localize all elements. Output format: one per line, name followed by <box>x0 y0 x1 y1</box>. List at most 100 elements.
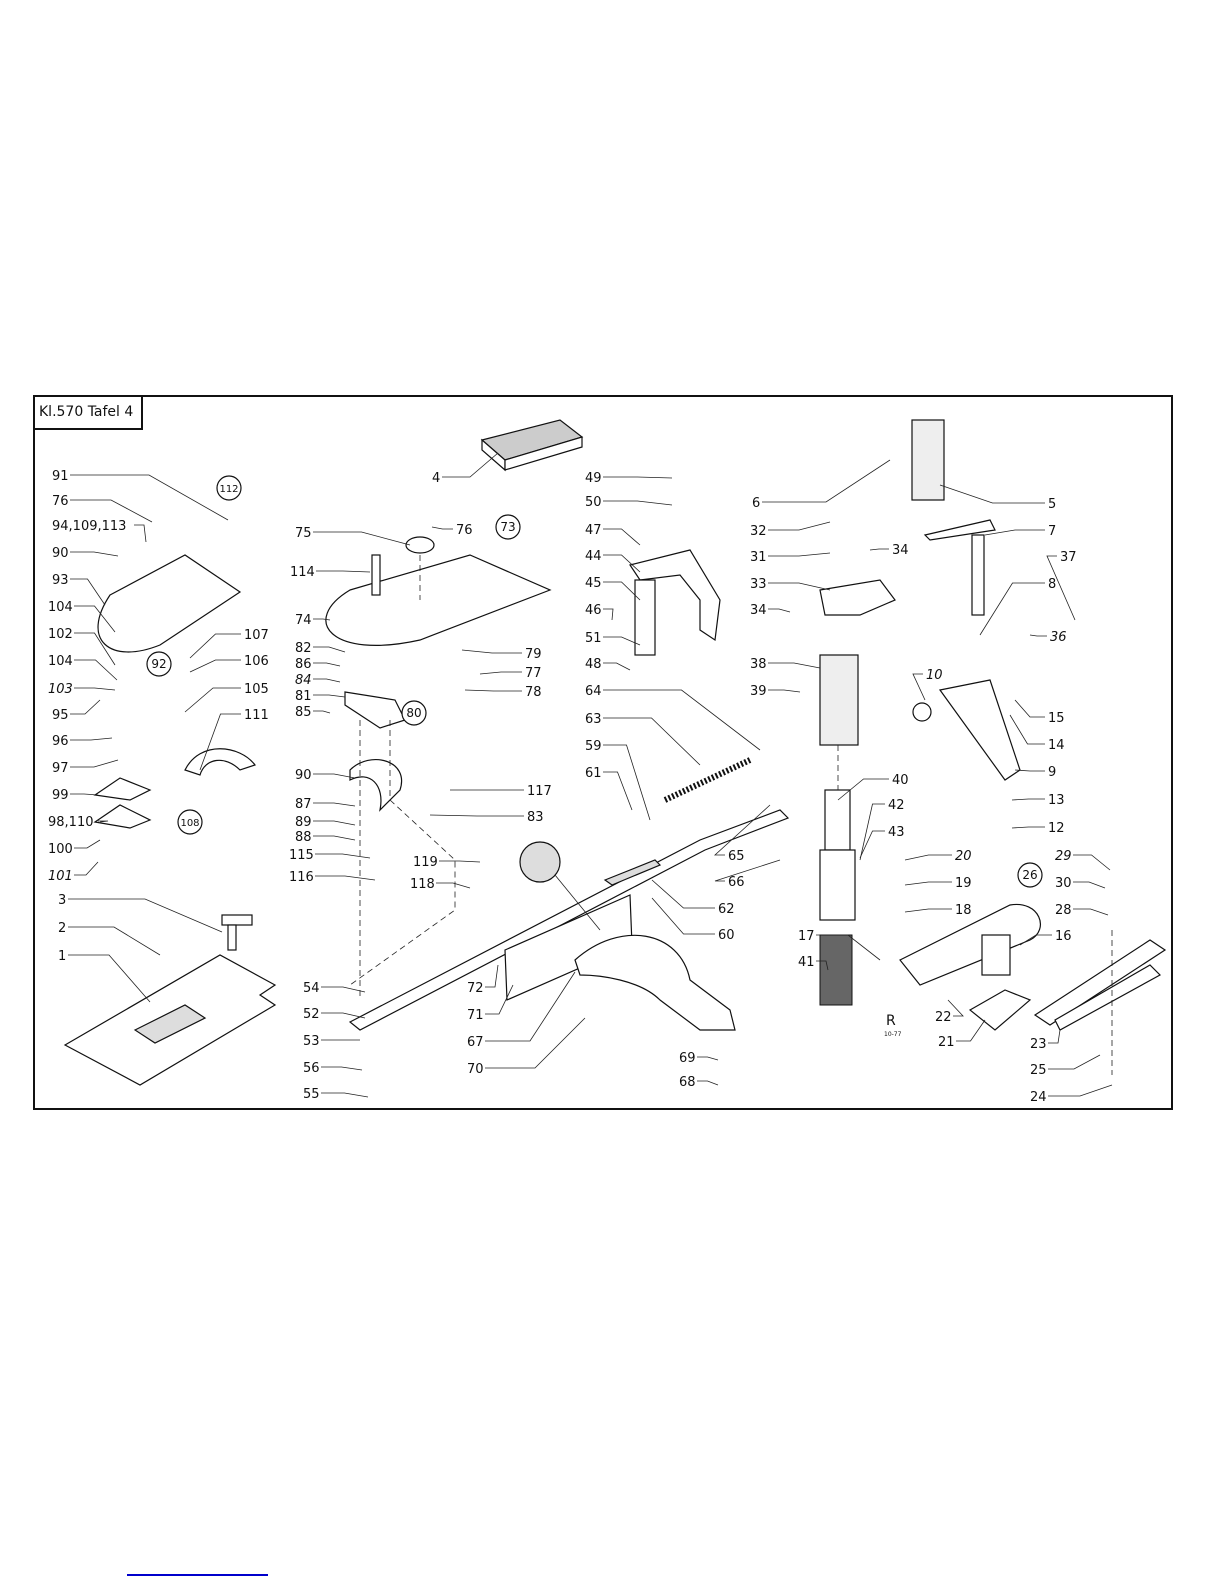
leader-lines <box>68 452 1113 1098</box>
callout-51: 51 <box>585 631 602 646</box>
assembly-number: 80 <box>406 706 421 720</box>
part-99-knife <box>93 777 152 829</box>
callout-55: 55 <box>303 1087 320 1102</box>
callout-82: 82 <box>295 641 312 656</box>
callout-60: 60 <box>718 928 735 943</box>
part-5-shaft <box>911 419 996 616</box>
leader-line <box>603 771 633 811</box>
callout-68: 68 <box>679 1075 696 1090</box>
callout-61: 61 <box>585 766 602 781</box>
assembly-number: 26 <box>1022 868 1037 882</box>
leader-line <box>837 778 889 801</box>
leader-line <box>697 1080 719 1086</box>
leader-line <box>768 582 831 591</box>
callout-89: 89 <box>295 815 312 830</box>
leader-line <box>98 820 109 823</box>
leader-line <box>321 986 366 993</box>
callout-95: 95 <box>52 708 69 723</box>
leader-line <box>816 960 829 971</box>
page-link[interactable] <box>127 1574 268 1576</box>
revision-mark: R <box>886 1013 896 1029</box>
leader-line <box>316 570 371 573</box>
callout-84: 84 <box>295 673 312 688</box>
leader-line <box>904 854 952 861</box>
callout-33: 33 <box>750 577 767 592</box>
leader-line <box>979 582 1045 636</box>
leader-line <box>485 1017 586 1069</box>
part-44-bracket <box>629 549 721 656</box>
callout-52: 52 <box>303 1007 320 1022</box>
leader-line <box>74 861 99 876</box>
callout-59: 59 <box>585 739 602 754</box>
callout-36: 36 <box>1050 630 1067 645</box>
callout-83: 83 <box>527 810 544 825</box>
leader-line <box>651 879 715 909</box>
leader-line <box>313 773 356 779</box>
callout-2: 2 <box>58 921 66 936</box>
leader-line <box>768 521 831 531</box>
callout-47: 47 <box>585 523 602 538</box>
callout-81: 81 <box>295 689 312 704</box>
callout-75: 75 <box>295 526 312 541</box>
leader-line <box>1011 826 1045 829</box>
part-112-plate <box>97 554 242 653</box>
callout-25: 25 <box>1030 1063 1047 1078</box>
callout-115: 115 <box>289 848 314 863</box>
leader-line <box>70 474 229 521</box>
leader-line <box>184 687 241 713</box>
callout-32: 32 <box>750 524 767 539</box>
assembly-number: 73 <box>500 520 515 534</box>
leader-line <box>70 759 119 768</box>
callout-38: 38 <box>750 657 767 672</box>
part-23-slide <box>1033 939 1167 1031</box>
leader-line <box>1048 1054 1101 1070</box>
leader-line <box>68 954 151 1003</box>
leader-line <box>603 554 641 573</box>
assembly-number: 108 <box>180 818 199 829</box>
callout-76: 76 <box>52 494 69 509</box>
callout-5: 5 <box>1048 497 1056 512</box>
part-9-lever <box>912 679 1021 781</box>
callout-104: 104 <box>48 654 73 669</box>
callout-21: 21 <box>938 1035 955 1050</box>
leader-line <box>321 1012 366 1019</box>
callout-77: 77 <box>525 666 542 681</box>
callout-16: 16 <box>1055 929 1072 944</box>
callout-labels: 917694,109,11390931041021041039596979998… <box>48 469 1077 1105</box>
callout-119: 119 <box>413 855 438 870</box>
callout-71: 71 <box>467 1008 484 1023</box>
leader-line <box>1073 908 1109 916</box>
part-1-base-plate <box>63 914 277 1086</box>
callout-48: 48 <box>585 657 602 672</box>
leader-line <box>74 659 118 681</box>
leader-line <box>1073 881 1106 889</box>
leader-line <box>70 699 101 715</box>
assembly-circle-112: 112 <box>216 475 242 501</box>
callout-10: 10 <box>926 668 943 683</box>
callout-15: 15 <box>1048 711 1065 726</box>
leader-line <box>1014 769 1045 772</box>
leader-line <box>313 618 331 621</box>
leader-line <box>479 671 522 675</box>
callout-101: 101 <box>48 869 73 884</box>
leader-line <box>436 882 471 889</box>
leader-line <box>816 934 881 961</box>
leader-line <box>956 1019 986 1042</box>
leader-line <box>939 484 1045 504</box>
part-38-sleeve <box>819 579 896 1006</box>
assembly-number: 112 <box>219 484 238 495</box>
callout-19: 19 <box>955 876 972 891</box>
leader-line <box>984 529 1045 536</box>
callout-13: 13 <box>1048 793 1065 808</box>
callout-90: 90 <box>295 768 312 783</box>
callout-63: 63 <box>585 712 602 727</box>
callout-17: 17 <box>798 929 815 944</box>
callout-29: 29 <box>1055 849 1072 864</box>
leader-line <box>429 814 524 817</box>
callout-8: 8 <box>1048 577 1056 592</box>
leader-line <box>313 662 341 667</box>
leader-line <box>485 984 514 1015</box>
leader-line <box>313 820 356 826</box>
callout-3: 3 <box>58 893 66 908</box>
